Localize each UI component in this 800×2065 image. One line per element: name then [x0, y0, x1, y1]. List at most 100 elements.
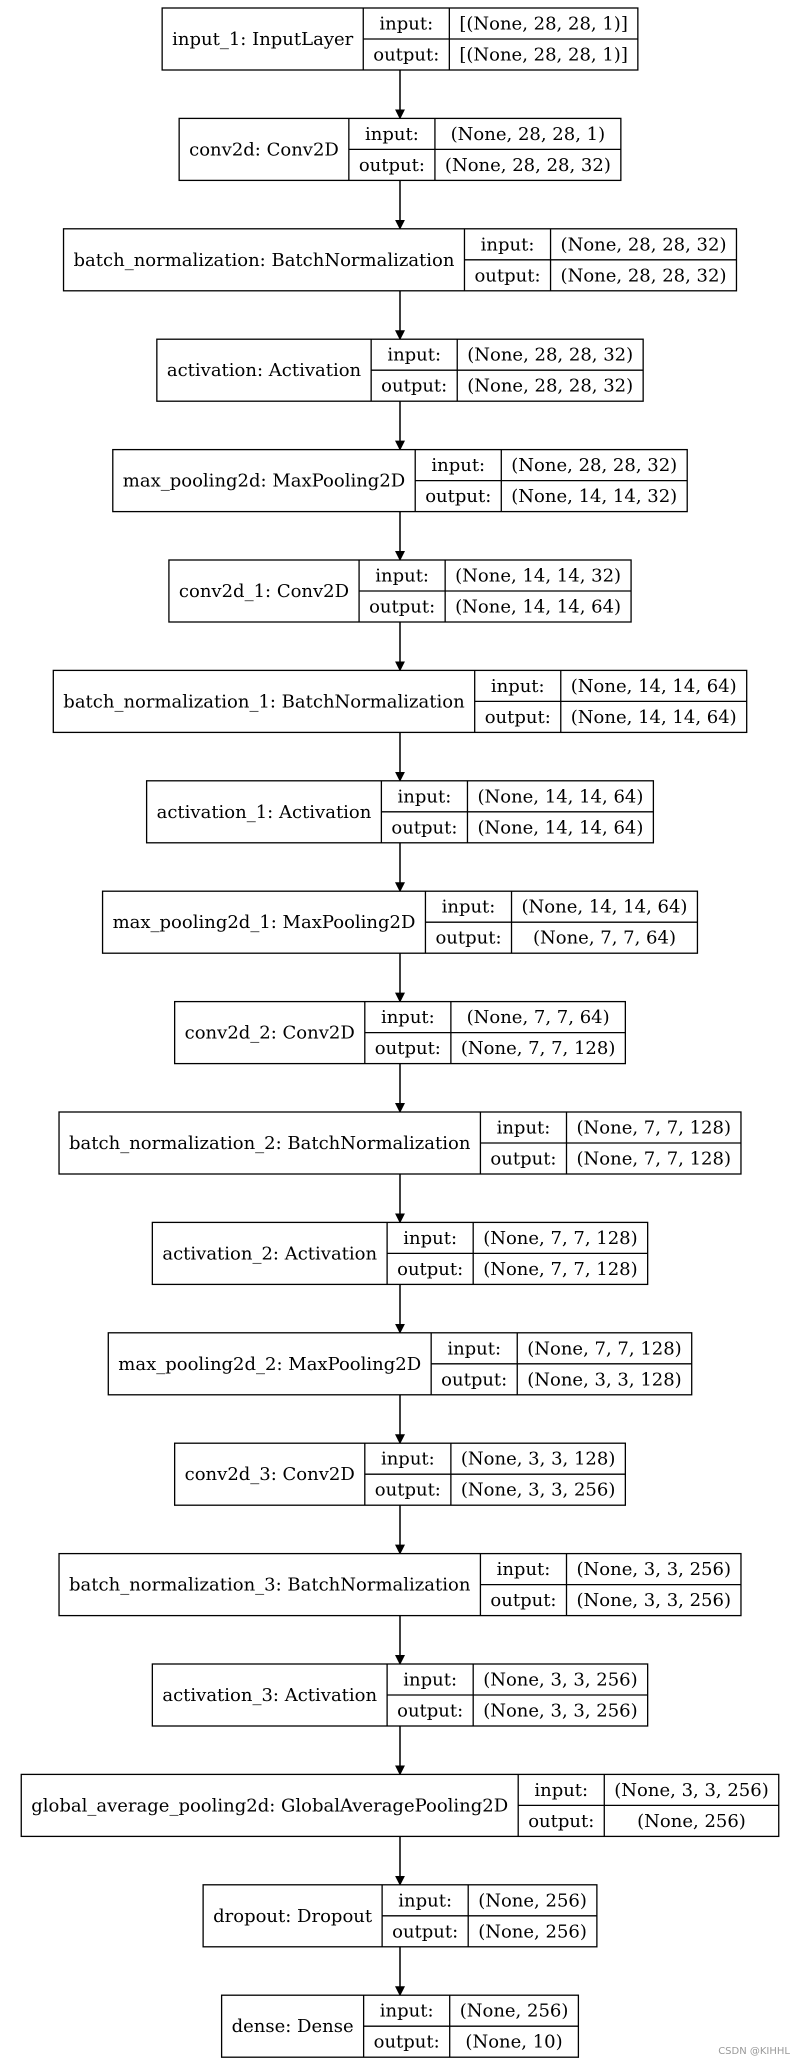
layer-node: batch_normalization_2: BatchNormalizatio… — [58, 1111, 742, 1175]
input-shape: (None, 3, 3, 256) — [614, 1780, 768, 1801]
layer-name: dropout: Dropout — [213, 1906, 373, 1927]
output-port-label: output: — [485, 707, 551, 728]
output-shape: (None, 28, 28, 32) — [445, 155, 611, 176]
output-shape: (None, 256) — [637, 1811, 746, 1832]
layer-name: batch_normalization_1: BatchNormalizatio… — [63, 691, 465, 712]
input-port-label: input: — [491, 676, 545, 697]
output-port-label: output: — [391, 817, 457, 838]
input-shape: [(None, 28, 28, 1)] — [459, 14, 628, 35]
layer-name: dense: Dense — [232, 2016, 354, 2037]
input-shape: (None, 14, 14, 64) — [477, 786, 643, 807]
output-port-label: output: — [441, 1369, 507, 1390]
output-port-label: output: — [490, 1590, 556, 1611]
input-port-label: input: — [379, 14, 433, 35]
output-port-label: output: — [375, 1480, 441, 1501]
input-port-label: input: — [403, 1670, 457, 1691]
input-shape: (None, 256) — [478, 1890, 587, 1911]
output-port-label: output: — [375, 1038, 441, 1059]
output-port-label: output: — [435, 928, 501, 949]
layer-name: activation_1: Activation — [157, 802, 372, 823]
layer-name: max_pooling2d_2: MaxPooling2D — [118, 1354, 421, 1375]
output-shape: (None, 14, 14, 64) — [571, 707, 737, 728]
input-port-label: input: — [398, 786, 452, 807]
layer-name: conv2d: Conv2D — [189, 139, 339, 160]
input-port-label: input: — [497, 1559, 551, 1580]
output-shape: [(None, 28, 28, 1)] — [459, 45, 628, 66]
layer-node: dropout: Dropout input: output: (None, 256)… — [202, 1884, 598, 1948]
layer-name: conv2d_3: Conv2D — [185, 1464, 355, 1485]
layer-name: batch_normalization: BatchNormalization — [74, 250, 455, 271]
output-shape: (None, 7, 7, 64) — [533, 928, 676, 949]
layer-name: conv2d_1: Conv2D — [179, 581, 349, 602]
input-port-label: input: — [381, 1449, 435, 1470]
input-shape: (None, 7, 7, 128) — [577, 1118, 731, 1139]
output-shape: (None, 14, 14, 64) — [455, 597, 621, 618]
output-shape: (None, 28, 28, 32) — [467, 376, 633, 397]
input-shape: (None, 14, 14, 32) — [455, 566, 621, 587]
output-port-label: output: — [381, 376, 447, 397]
output-shape: (None, 14, 14, 64) — [477, 817, 643, 838]
input-port-label: input: — [365, 124, 419, 145]
output-shape: (None, 3, 3, 256) — [461, 1480, 615, 1501]
layer-node: global_average_pooling2d: GlobalAverageP… — [20, 1773, 780, 1838]
output-port-label: output: — [373, 45, 439, 66]
output-shape: (None, 3, 3, 128) — [527, 1369, 681, 1390]
layer-name: batch_normalization_2: BatchNormalizatio… — [69, 1133, 471, 1154]
layer-node: conv2d_1: Conv2D input: output: (None, 14, … — [168, 559, 632, 623]
layer-name: activation_2: Activation — [162, 1243, 377, 1264]
layer-node: batch_normalization: BatchNormalization i… — [62, 228, 738, 292]
output-shape: (None, 14, 14, 32) — [511, 486, 677, 507]
output-port-label: output: — [359, 155, 425, 176]
input-shape: (None, 7, 7, 64) — [467, 1007, 610, 1028]
layer-node: batch_normalization_1: BatchNormalizatio… — [52, 669, 748, 734]
input-shape: (None, 3, 3, 256) — [577, 1559, 731, 1580]
output-port-label: output: — [392, 1921, 458, 1942]
input-shape: (None, 28, 28, 32) — [511, 455, 677, 476]
output-port-label: output: — [397, 1701, 463, 1722]
output-port-label: output: — [369, 597, 435, 618]
output-port-label: output: — [425, 486, 491, 507]
input-port-label: input: — [534, 1780, 588, 1801]
output-port-label: output: — [528, 1811, 594, 1832]
layer-name: activation_3: Activation — [162, 1685, 377, 1706]
input-shape: (None, 3, 3, 256) — [483, 1670, 637, 1691]
input-port-label: input: — [375, 566, 429, 587]
input-shape: (None, 256) — [460, 2001, 569, 2022]
input-shape: (None, 28, 28, 1) — [451, 124, 605, 145]
layer-node: conv2d_3: Conv2D input: output: (None, 3, 3… — [173, 1442, 627, 1506]
output-shape: (None, 7, 7, 128) — [461, 1038, 615, 1059]
input-port-label: input: — [398, 1890, 452, 1911]
input-port-label: input: — [481, 234, 535, 255]
output-shape: (None, 7, 7, 128) — [483, 1259, 637, 1280]
output-shape: (None, 10) — [465, 2032, 562, 2053]
output-shape: (None, 3, 3, 256) — [483, 1701, 637, 1722]
input-port-label: input: — [380, 2001, 434, 2022]
input-shape: (None, 7, 7, 128) — [483, 1228, 637, 1249]
output-shape: (None, 3, 3, 256) — [577, 1590, 731, 1611]
input-port-label: input: — [431, 455, 485, 476]
input-shape: (None, 14, 14, 64) — [571, 676, 737, 697]
layer-node: max_pooling2d: MaxPooling2Dinput:output:… — [112, 448, 688, 513]
input-shape: (None, 28, 28, 32) — [467, 345, 633, 366]
input-shape: (None, 3, 3, 128) — [461, 1449, 615, 1470]
input-port-label: input: — [403, 1228, 457, 1249]
input-port-label: input: — [381, 1007, 435, 1028]
input-port-label: input: — [497, 1118, 551, 1139]
layer-name: input_1: InputLayer — [172, 29, 353, 50]
output-shape: (None, 256) — [478, 1921, 587, 1942]
layer-name: activation: Activation — [167, 360, 362, 381]
input-shape: (None, 7, 7, 128) — [527, 1338, 681, 1359]
layer-node: activation_3: Activation input: output: (No… — [151, 1663, 649, 1727]
layer-node: max_pooling2d_2: MaxPooling2Dinput:outpu… — [107, 1332, 693, 1396]
layer-node: max_pooling2d_1: MaxPooling2Dinput:outpu… — [101, 890, 699, 954]
layer-node: batch_normalization_3: BatchNormalizatio… — [58, 1552, 742, 1617]
watermark: CSDN @KIHHL — [718, 2046, 790, 2057]
output-shape: (None, 28, 28, 32) — [561, 265, 727, 286]
layer-nodes: input_1: InputLayer input: output: [(None, … — [20, 7, 780, 2058]
layer-node: activation_2: Activationinput:output:(No… — [151, 1221, 649, 1286]
input-port-label: input: — [387, 345, 441, 366]
layer-node: activation: Activation input: output: (None… — [156, 338, 644, 402]
